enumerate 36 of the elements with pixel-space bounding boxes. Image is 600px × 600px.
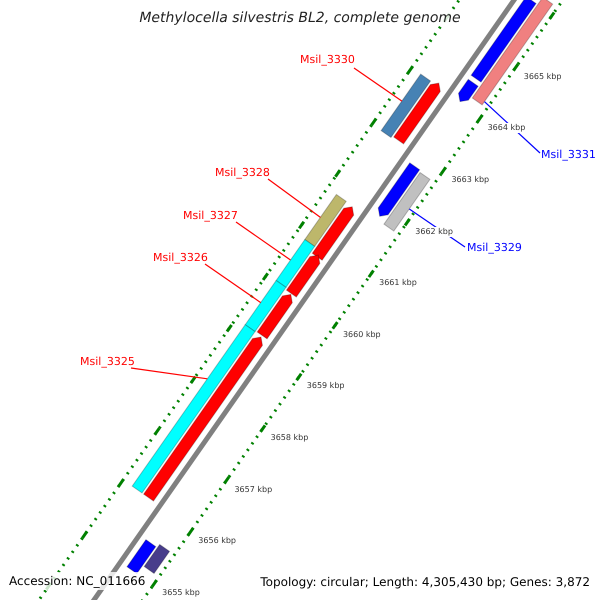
gene-feature (256, 294, 293, 340)
gene-label: Msil_3329 (467, 241, 522, 254)
gene-feature (393, 82, 441, 145)
leader-line (236, 222, 291, 260)
scale-label: 3657 kbp (234, 484, 272, 495)
scale-label: 3658 kbp (270, 433, 308, 444)
gene-bar (126, 538, 156, 574)
gene-label: Msil_3326 (153, 251, 208, 264)
gene-bar (304, 194, 347, 248)
title: Methylocella silvestris BL2, complete genome (139, 10, 461, 26)
gene-bar (380, 73, 432, 138)
scale-label: 3663 kbp (451, 175, 490, 186)
scale-label: 3664 kbp (488, 123, 526, 134)
gene-feature (286, 254, 320, 298)
scale-label: 3656 kbp (198, 536, 236, 546)
gene-feature (458, 78, 479, 102)
leader-line (130, 367, 208, 380)
gene-bar (144, 544, 170, 574)
scale-label: 3661 kbp (379, 278, 417, 288)
gene-feature (312, 206, 354, 261)
leader-line (268, 178, 321, 218)
gene-label: Msil_3328 (215, 166, 270, 179)
scale-label: 3662 kbp (415, 226, 453, 237)
leader-line (354, 68, 402, 102)
gene-bar (244, 280, 287, 332)
gene-label: Msil_3331 (541, 148, 596, 161)
leader-line (204, 264, 262, 304)
gene-feature (378, 162, 420, 217)
gene-label: Msil_3325 (80, 355, 135, 368)
gene-bar (275, 238, 316, 288)
scale-label: 3659 kbp (306, 381, 344, 392)
gene-label: Msil_3327 (183, 209, 238, 222)
scale-label: 3655 kbp (162, 588, 200, 598)
gene-label: Msil_3330 (300, 53, 355, 66)
scale-label: 3665 kbp (524, 72, 562, 82)
scale-label: 3660 kbp (342, 330, 381, 340)
